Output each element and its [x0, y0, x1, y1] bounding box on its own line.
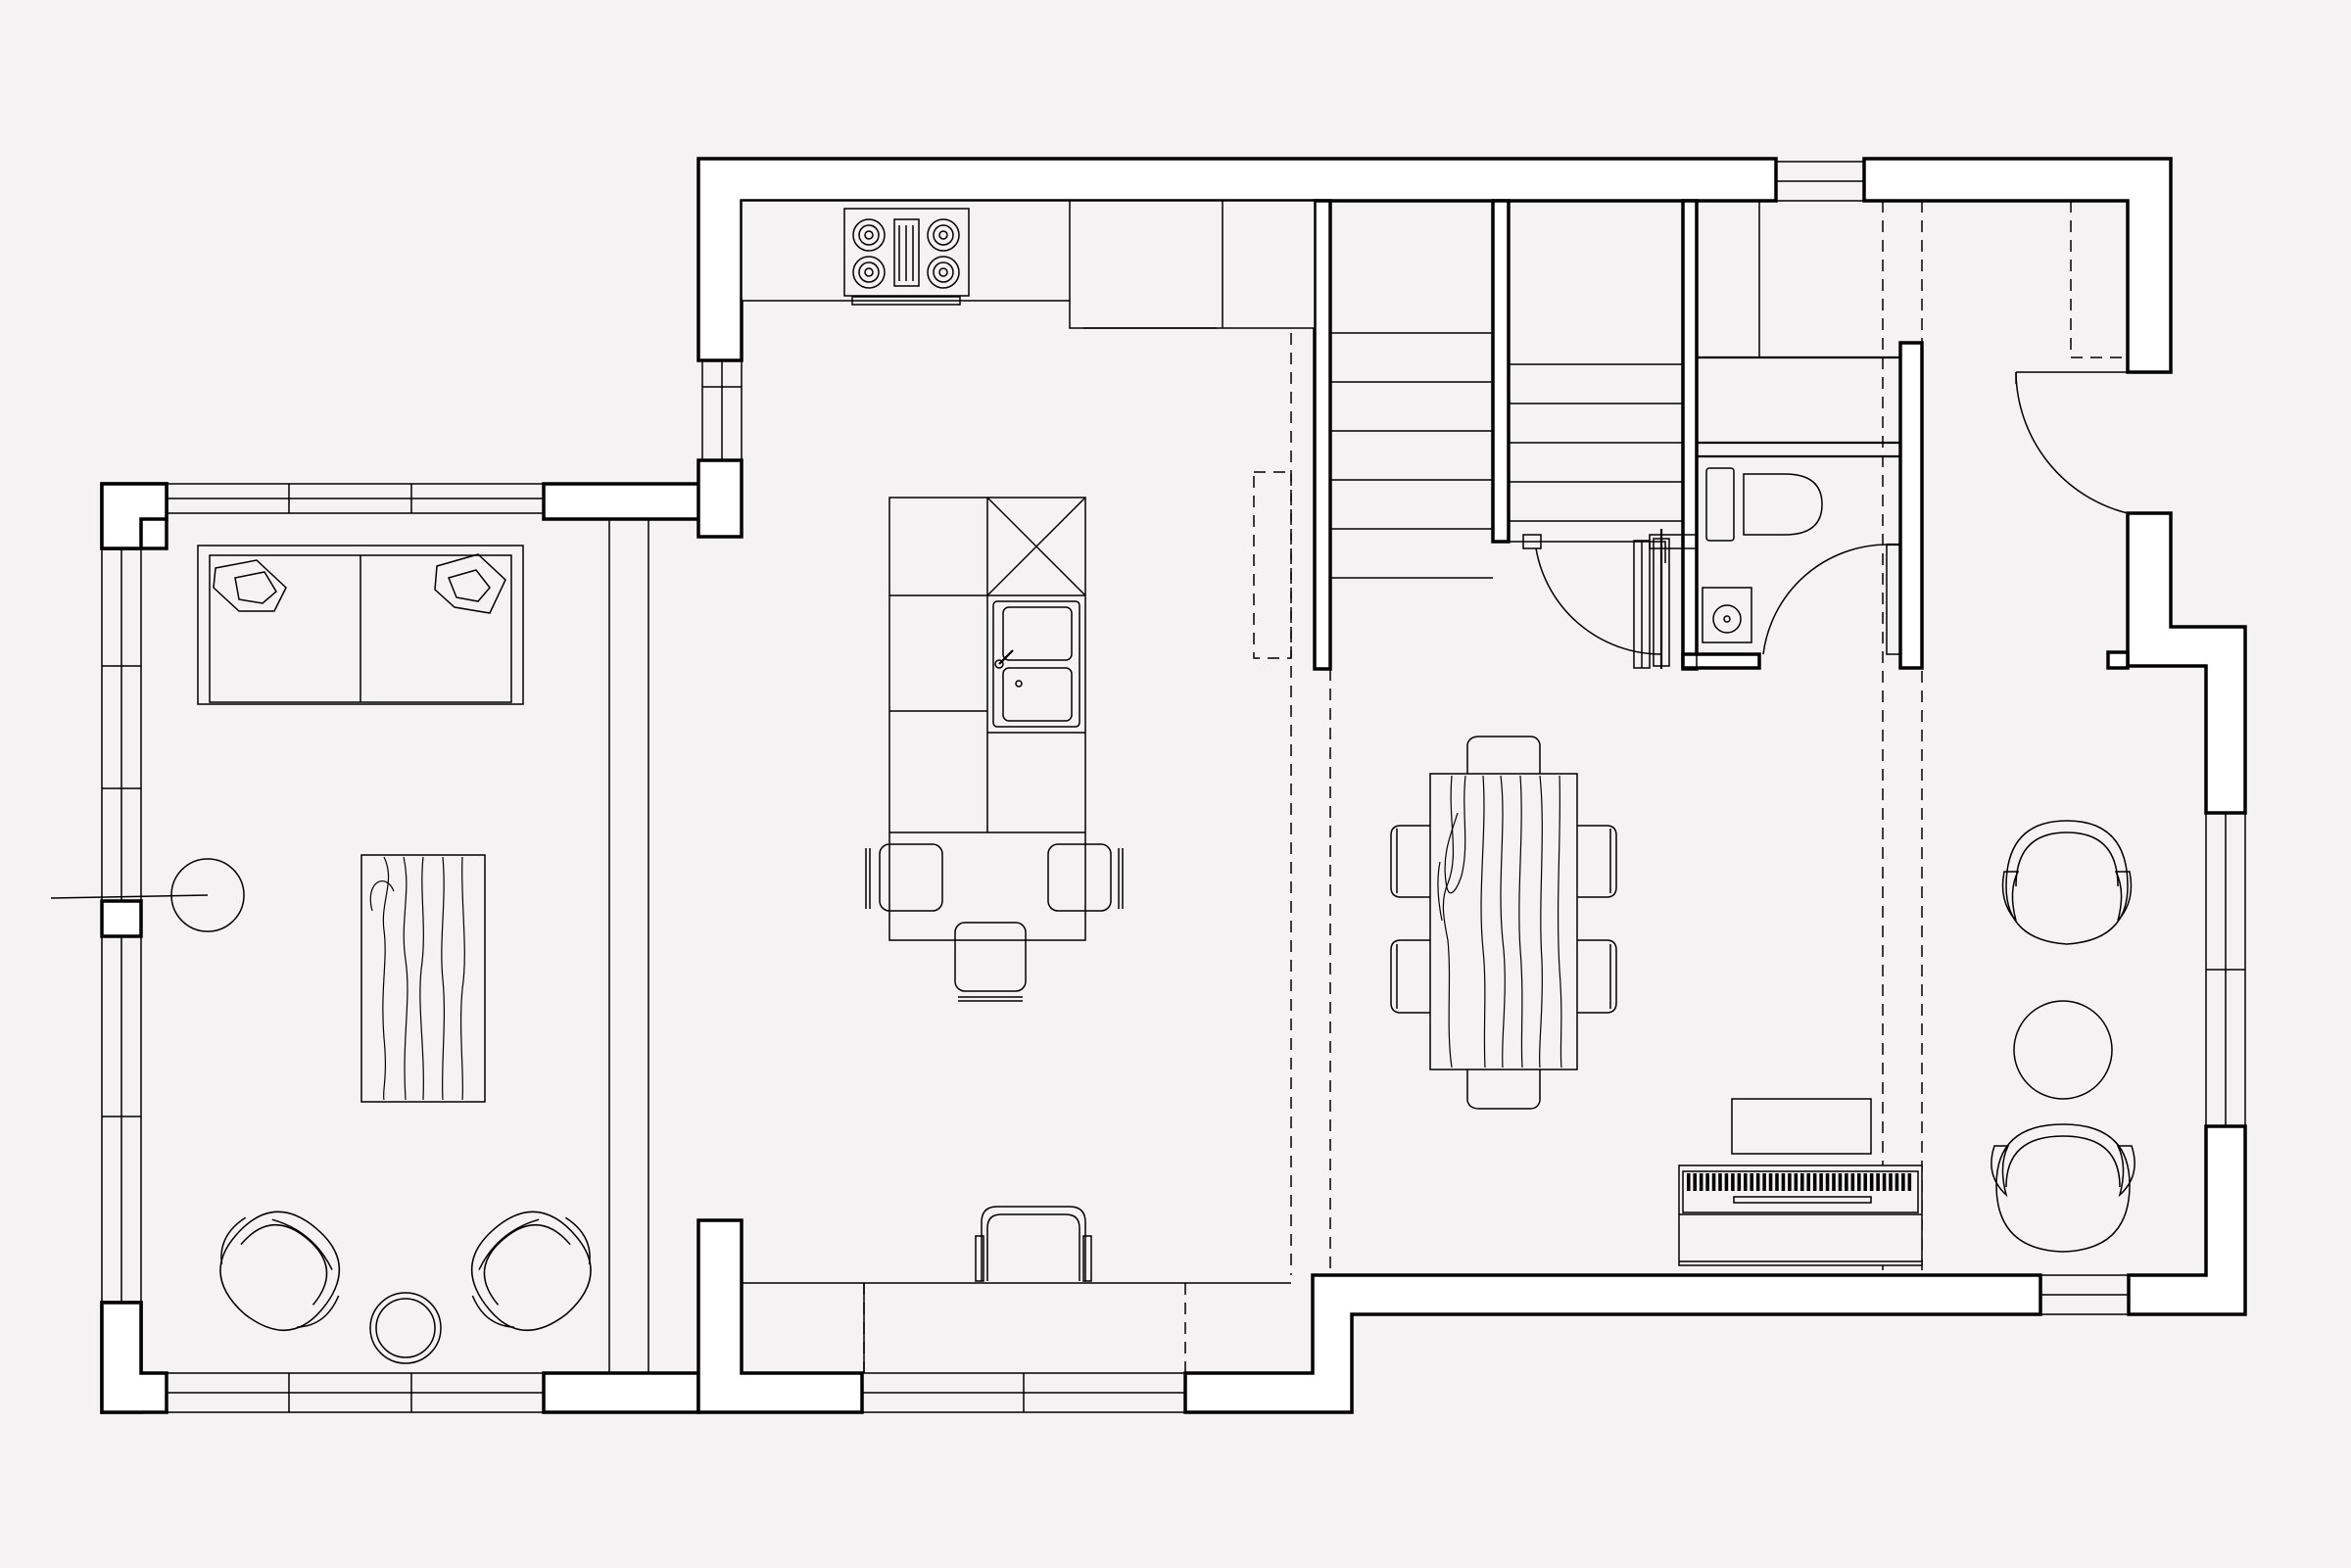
handbasin	[1702, 587, 1752, 643]
cooktop	[843, 208, 970, 306]
piano-key	[1775, 1173, 1779, 1191]
dining-chairs	[1390, 736, 1617, 1110]
interior-walls	[608, 199, 2130, 1373]
piano-key	[1863, 1173, 1867, 1191]
armchair-east-bottom	[1991, 1123, 2135, 1253]
lounge-right	[1991, 820, 2135, 1253]
piano-bench	[1731, 1098, 1872, 1155]
window-top-hall	[1775, 161, 1865, 202]
wall-stair-right	[1681, 199, 1699, 671]
kitchen	[741, 200, 1316, 1373]
window-bottom-right	[2039, 1274, 2130, 1315]
coffee-table	[360, 854, 486, 1103]
piano-key	[1718, 1173, 1722, 1191]
window-living-top	[166, 483, 545, 514]
piano-key	[1882, 1173, 1887, 1191]
piano-key	[1750, 1173, 1753, 1191]
window-kitchen-bottom	[861, 1372, 1186, 1413]
piano-key	[1825, 1173, 1830, 1191]
wall-stair-mid	[1491, 199, 1511, 544]
piano-key	[1781, 1173, 1786, 1191]
cushion-right	[434, 553, 506, 614]
kitchen-tall-unit	[1069, 200, 1316, 329]
window-kitchen-west	[701, 359, 743, 461]
piano-key	[1832, 1173, 1836, 1191]
piano-key	[1744, 1173, 1748, 1191]
sofa	[197, 545, 524, 705]
island-stools	[865, 843, 1124, 1002]
piano	[1678, 1098, 1923, 1266]
staircase	[1330, 201, 1760, 579]
piano-key	[1845, 1173, 1848, 1191]
piano-key	[1693, 1173, 1697, 1191]
piano-key	[1819, 1173, 1823, 1191]
piano-key	[1762, 1173, 1766, 1191]
piano-key	[1857, 1173, 1861, 1191]
door-swings	[1522, 371, 2129, 669]
kitchen-island	[888, 497, 1086, 941]
living-room	[50, 545, 592, 1364]
dining	[1390, 736, 1617, 1110]
piano-key	[1869, 1173, 1874, 1191]
piano-key	[1687, 1173, 1691, 1191]
piano-key	[1731, 1173, 1735, 1191]
armchair-left	[219, 1211, 341, 1331]
piano-key	[1889, 1173, 1893, 1191]
exterior-walls	[100, 157, 2247, 1414]
side-table-east	[2013, 1000, 2113, 1100]
piano-key	[1737, 1173, 1742, 1191]
armchair-east-top	[2001, 820, 2133, 945]
piano-key	[1895, 1173, 1899, 1191]
piano-key	[1838, 1173, 1843, 1191]
wc-door-swing	[1762, 544, 1888, 655]
piano-key	[1699, 1173, 1703, 1191]
piano-key	[1768, 1173, 1773, 1191]
floor-lamp	[50, 858, 245, 932]
armchair-right	[470, 1211, 592, 1331]
piano-key	[1788, 1173, 1792, 1191]
wall-stair-left	[1313, 199, 1332, 671]
piano-key	[1901, 1173, 1905, 1191]
piano-key	[1812, 1173, 1817, 1191]
sink	[992, 600, 1080, 728]
piano-key	[1806, 1173, 1810, 1191]
piano-key	[1724, 1173, 1729, 1191]
desk-counter	[742, 1206, 1291, 1373]
side-table-left	[369, 1292, 442, 1364]
dining-table	[1429, 773, 1578, 1070]
toilet	[1705, 467, 1823, 542]
piano-key	[1850, 1173, 1855, 1191]
piano-key	[1907, 1173, 1912, 1191]
desk-chair	[975, 1206, 1092, 1282]
window-living-bottom	[166, 1372, 545, 1413]
cushion-left	[213, 559, 287, 612]
window-east	[2205, 812, 2246, 1127]
wall-east	[2126, 511, 2247, 815]
wall-living-door-pier	[100, 899, 143, 938]
entrance-door-swing	[2015, 371, 2129, 514]
piano-key	[1711, 1173, 1716, 1191]
piano-key	[1755, 1173, 1760, 1191]
piano-key	[1876, 1173, 1880, 1191]
stair-door-swing	[1535, 547, 1662, 655]
wall-south-kitchen	[696, 1218, 864, 1414]
piano-key	[1705, 1173, 1709, 1191]
piano-key	[1794, 1173, 1799, 1191]
piano-key	[1800, 1173, 1804, 1191]
wc	[1696, 456, 1901, 668]
